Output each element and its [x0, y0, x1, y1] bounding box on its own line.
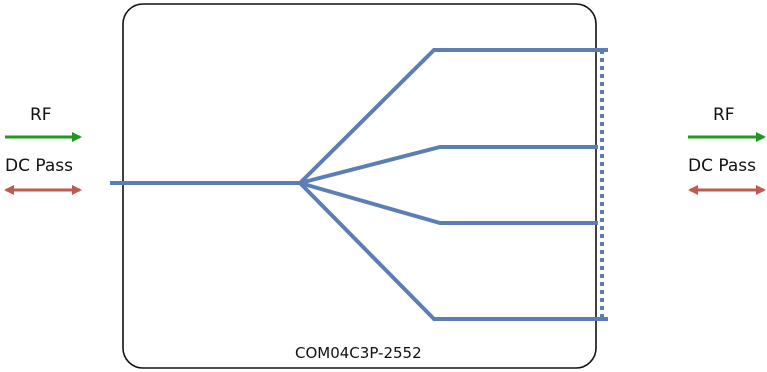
branch-line-1 [298, 48, 608, 185]
device-enclosure [122, 3, 597, 369]
branch-line-3 [299, 181, 598, 225]
part-number-label: COM04C3P-2552 [295, 344, 422, 362]
right-rf-label: RF [713, 105, 735, 125]
branch-line-4 [298, 181, 608, 321]
left-rf-label: RF [30, 105, 52, 125]
right-dc-pass-label: DC Pass [688, 156, 756, 176]
left-dc-pass-label: DC Pass [5, 156, 73, 176]
branch-line-2 [299, 145, 598, 185]
